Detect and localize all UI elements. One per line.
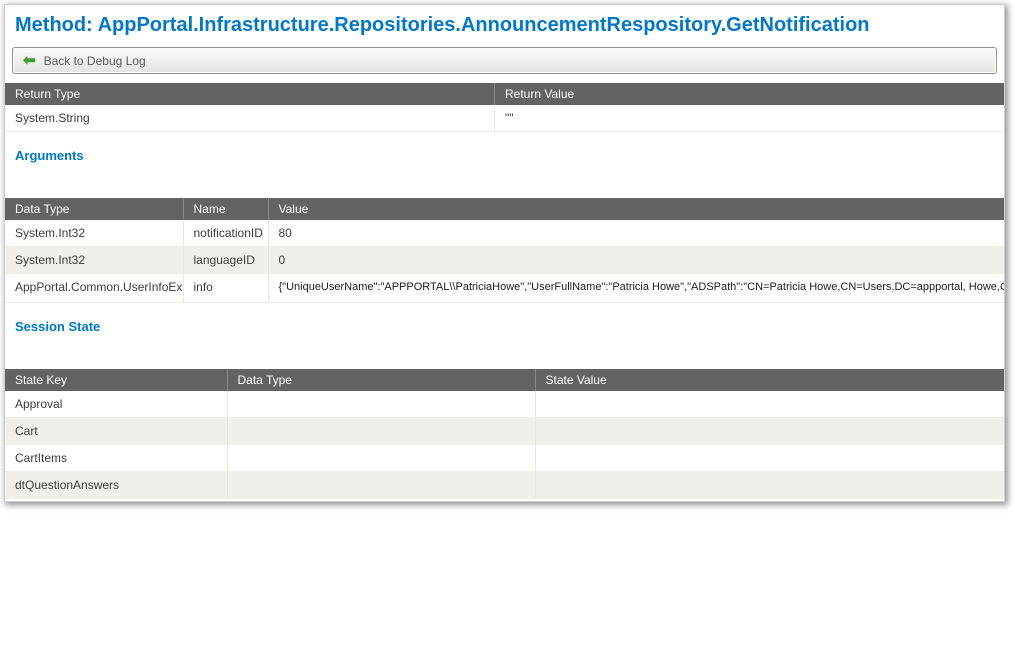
state-value-cell xyxy=(535,417,1004,444)
return-type-cell: System.String xyxy=(5,105,495,132)
arguments-value-header: Value xyxy=(268,198,1004,220)
back-arrow-icon: ⬅ xyxy=(23,53,36,68)
state-key-header: State Key xyxy=(5,369,227,391)
state-value-cell xyxy=(535,471,1004,498)
return-table: Return Type Return Value System.String "… xyxy=(5,83,1004,132)
return-type-header: Return Type xyxy=(5,83,495,105)
state-key-cell: Cart xyxy=(5,417,227,444)
back-to-debug-log-button[interactable]: ⬅ Back to Debug Log xyxy=(12,47,997,74)
argument-datatype-cell: System.Int32 xyxy=(5,247,183,274)
table-row: Approval xyxy=(5,391,1004,418)
state-value-header: State Value xyxy=(535,369,1004,391)
debug-method-page: Method: AppPortal.Infrastructure.Reposit… xyxy=(4,4,1005,502)
return-table-header-row: Return Type Return Value xyxy=(5,83,1004,105)
argument-value-cell: 0 xyxy=(268,247,1004,274)
arguments-name-header: Name xyxy=(183,198,268,220)
state-value-cell xyxy=(535,444,1004,471)
table-row: System.Int32 languageID 0 xyxy=(5,247,1004,274)
arguments-heading: Arguments xyxy=(5,132,1004,163)
session-state-heading: Session State xyxy=(5,303,1004,334)
table-row: dtQuestionAnswers xyxy=(5,471,1004,498)
session-table-header-row: State Key Data Type State Value xyxy=(5,369,1004,391)
argument-datatype-cell: System.Int32 xyxy=(5,220,183,247)
argument-datatype-cell: AppPortal.Common.UserInfoEx xyxy=(5,274,183,303)
table-row: AppPortal.Common.UserInfoEx info {"Uniqu… xyxy=(5,274,1004,303)
back-button-label: Back to Debug Log xyxy=(44,54,146,68)
table-row: CartItems xyxy=(5,444,1004,471)
page-title: Method: AppPortal.Infrastructure.Reposit… xyxy=(5,5,1004,47)
arguments-table-header-row: Data Type Name Value xyxy=(5,198,1004,220)
state-key-cell: dtQuestionAnswers xyxy=(5,471,227,498)
argument-name-cell: languageID xyxy=(183,247,268,274)
argument-value-json-cell: {"UniqueUserName":"APPPORTAL\\PatriciaHo… xyxy=(268,274,1004,303)
table-row: System.String "" xyxy=(5,105,1004,132)
state-datatype-cell xyxy=(227,417,535,444)
session-state-table: State Key Data Type State Value Approval… xyxy=(5,369,1004,499)
state-datatype-cell xyxy=(227,391,535,418)
arguments-datatype-header: Data Type xyxy=(5,198,183,220)
table-row: System.Int32 notificationID 80 xyxy=(5,220,1004,247)
table-row: Cart xyxy=(5,417,1004,444)
return-value-cell: "" xyxy=(495,105,1005,132)
argument-name-cell: notificationID xyxy=(183,220,268,247)
state-key-cell: Approval xyxy=(5,391,227,418)
state-value-cell xyxy=(535,391,1004,418)
return-value-header: Return Value xyxy=(495,83,1005,105)
state-key-cell: CartItems xyxy=(5,444,227,471)
arguments-table: Data Type Name Value System.Int32 notifi… xyxy=(5,198,1004,303)
state-datatype-header: Data Type xyxy=(227,369,535,391)
state-datatype-cell xyxy=(227,471,535,498)
state-datatype-cell xyxy=(227,444,535,471)
argument-name-cell: info xyxy=(183,274,268,303)
argument-value-cell: 80 xyxy=(268,220,1004,247)
